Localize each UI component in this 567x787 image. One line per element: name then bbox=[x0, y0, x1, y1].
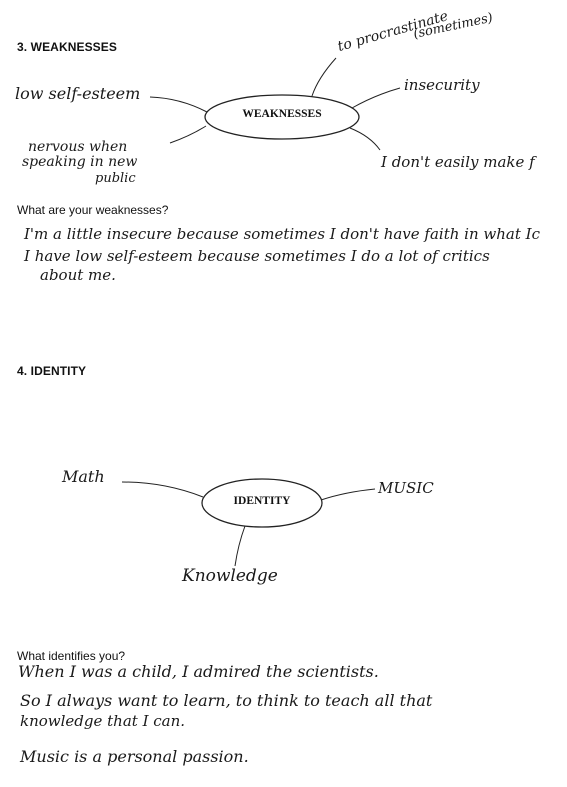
branch-line-music bbox=[320, 488, 376, 501]
identity-answer-line3: knowledge that I can. bbox=[20, 712, 186, 730]
branch-nervous-line1: nervous when bbox=[28, 139, 128, 155]
branch-line-nervous bbox=[169, 125, 207, 144]
weaknesses-answer-line2: I have low self-esteem because sometimes… bbox=[24, 247, 490, 265]
branch-line-insecurity bbox=[351, 87, 401, 109]
weaknesses-center-label: WEAKNESSES bbox=[242, 108, 322, 120]
section-heading-identity: 4. IDENTITY bbox=[17, 364, 87, 378]
identity-center-label: IDENTITY bbox=[233, 495, 291, 507]
branch-line-math bbox=[121, 481, 204, 498]
branch-insecurity: insecurity bbox=[404, 76, 480, 94]
weaknesses-answer-line1: I'm a little insecure because sometimes … bbox=[24, 225, 540, 243]
branch-music: MUSIC bbox=[378, 479, 434, 497]
identity-answer-line4: Music is a personal passion. bbox=[20, 747, 249, 766]
identity-answer-line1: When I was a child, I admired the scient… bbox=[18, 662, 379, 681]
section-heading-weaknesses: 3. WEAKNESSES bbox=[17, 40, 117, 54]
branch-knowledge: Knowledge bbox=[182, 566, 278, 586]
weaknesses-oval bbox=[204, 94, 360, 140]
branch-nervous-line3: public bbox=[95, 171, 136, 186]
branch-line-knowledge bbox=[234, 525, 246, 567]
branch-line-friends bbox=[349, 127, 381, 151]
branch-line-low-self-esteem bbox=[149, 96, 208, 113]
branch-nervous-line2: speaking in new bbox=[22, 154, 138, 170]
weaknesses-answer-line3: about me. bbox=[40, 266, 116, 284]
identity-answer-line2: So I always want to learn, to think to t… bbox=[20, 691, 433, 710]
branch-low-self-esteem: low self-esteem bbox=[15, 84, 141, 103]
identity-oval bbox=[201, 478, 323, 528]
branch-friends: I don't easily make f bbox=[381, 153, 535, 171]
identity-question: What identifies you? bbox=[17, 649, 126, 663]
branch-line-procrastinate bbox=[311, 57, 337, 97]
branch-math: Math bbox=[62, 467, 105, 486]
weaknesses-question: What are your weaknesses? bbox=[17, 203, 169, 217]
